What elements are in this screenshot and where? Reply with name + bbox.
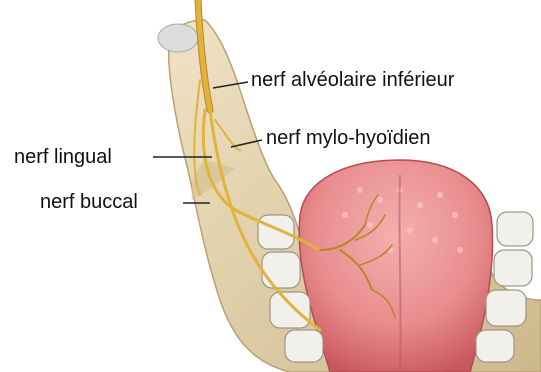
tongue [299, 160, 492, 372]
condyle [158, 24, 198, 52]
label-mylohyoid-nerve: nerf mylo-hyoïdien [266, 128, 431, 148]
label-inferior-alveolar-nerve: nerf alvéolaire inférieur [251, 70, 454, 90]
label-buccal-nerve: nerf buccal [40, 192, 138, 212]
label-lingual-nerve: nerf lingual [14, 147, 112, 167]
